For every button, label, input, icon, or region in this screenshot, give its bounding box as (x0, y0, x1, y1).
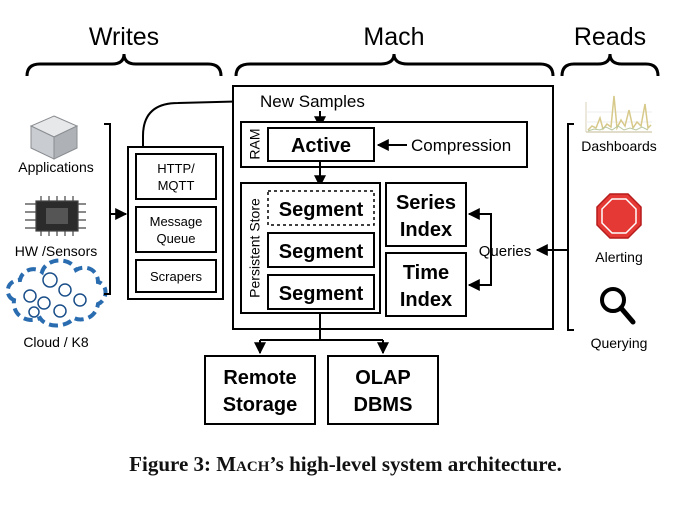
scrapers-box (135, 259, 217, 293)
chip-icon (25, 196, 86, 236)
mach-brace (234, 53, 555, 77)
queries-bracket (470, 213, 492, 286)
dashboards-label: Dashboards (581, 138, 657, 154)
remote-storage-box (204, 355, 316, 425)
stop-sign-icon (596, 193, 642, 239)
active-label: Active (291, 135, 351, 157)
series-index-box (385, 182, 467, 247)
ingest-to-mach-arrow (142, 95, 257, 147)
http-label: HTTP/ (157, 161, 195, 176)
remote-label: Remote (223, 367, 296, 389)
reads-header: Reads (574, 23, 646, 51)
segment-label-2: Segment (279, 241, 364, 263)
segment-box-1 (267, 190, 375, 226)
mqtt-label: MQTT (158, 178, 195, 193)
time-index-box (385, 252, 467, 317)
queue-label: Queue (156, 231, 195, 246)
caption-suffix: ’s high-level system architecture. (269, 452, 562, 476)
reads-bracket (567, 123, 574, 331)
mach-header: Mach (363, 23, 424, 51)
cube-icon (29, 115, 79, 160)
olap-dbms-box (327, 355, 439, 425)
dashboard-chart-icon (585, 95, 652, 133)
compression-label: Compression (411, 136, 511, 155)
segment-label-3: Segment (279, 283, 364, 305)
caption-system-name: Mach (216, 452, 270, 476)
time-index-label: Index (400, 289, 452, 311)
applications-label: Applications (18, 159, 94, 175)
time-label: Time (403, 262, 449, 284)
scrapers-label: Scrapers (150, 269, 203, 284)
olap-label: OLAP (355, 367, 411, 389)
message-queue-box (135, 206, 217, 253)
caption-prefix: Figure 3: (129, 452, 217, 476)
reads-brace (560, 53, 660, 77)
ram-label: RAM (247, 128, 263, 159)
series-index-label: Index (400, 219, 452, 241)
writes-brace (25, 53, 223, 77)
queries-label: Queries (479, 243, 532, 260)
figure-caption: Figure 3: Mach’s high-level system archi… (0, 452, 691, 477)
querying-label: Querying (591, 335, 648, 351)
http-mqtt-box (135, 153, 217, 200)
series-label: Series (396, 192, 456, 214)
hw-sensors-label: HW /Sensors (15, 243, 97, 259)
persistent-store-label: Persistent Store (247, 198, 263, 298)
new-samples-label: New Samples (260, 92, 365, 111)
writes-header: Writes (89, 23, 159, 51)
alerting-label: Alerting (595, 249, 642, 265)
sources-bracket (104, 123, 111, 295)
segment-box-2 (267, 232, 375, 268)
storage-label: Storage (223, 394, 297, 416)
magnifier-icon (600, 287, 636, 325)
cloud-icon (5, 258, 108, 328)
segment-box-3 (267, 274, 375, 310)
segment-label-1: Segment (279, 199, 364, 221)
message-label: Message (150, 214, 203, 229)
dbms-label: DBMS (354, 394, 413, 416)
cloud-label: Cloud / K8 (23, 334, 89, 350)
